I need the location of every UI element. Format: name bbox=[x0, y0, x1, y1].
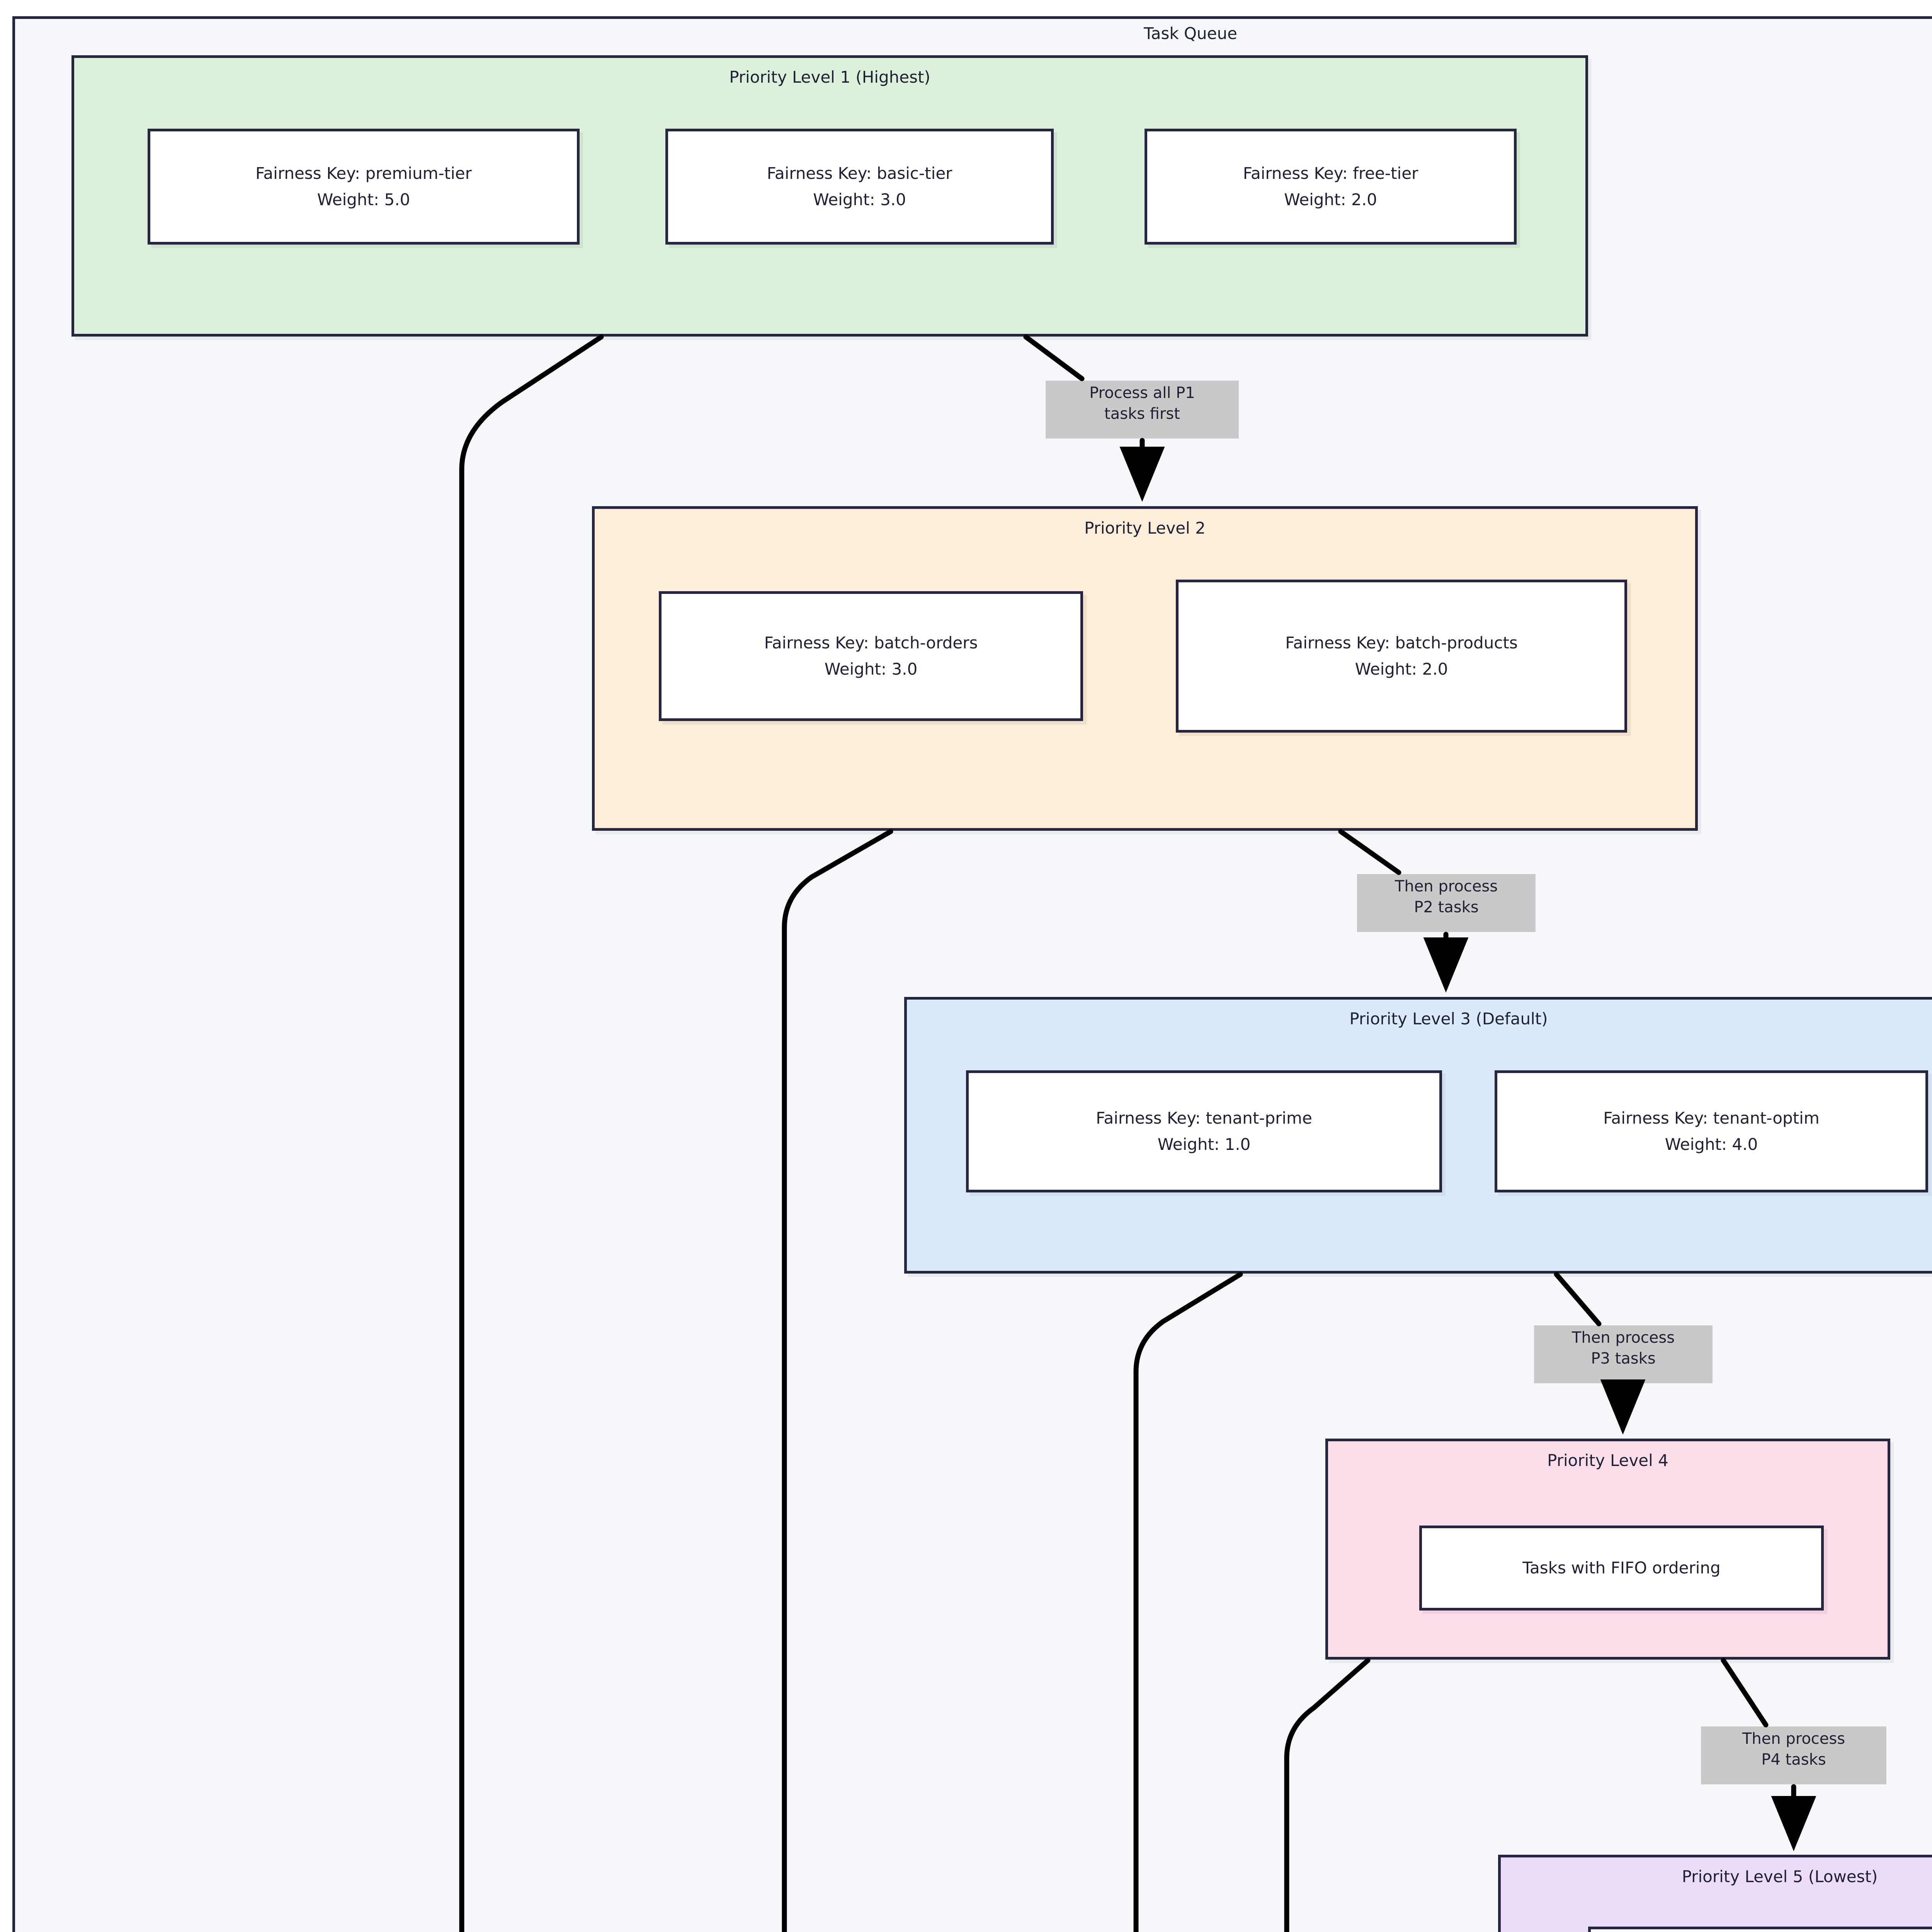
fairness-key-label: Fairness Key: basic-tier bbox=[767, 163, 952, 183]
edge-label-p1-to-p2: Process all P1 tasks first bbox=[1046, 381, 1239, 439]
fairness-key-label: Fairness Key: batch-products bbox=[1285, 633, 1518, 652]
node-fairness-tenant-optim: Fairness Key: tenant-optim Weight: 4.0 bbox=[1495, 1070, 1928, 1192]
weight-label: Weight: 5.0 bbox=[317, 190, 410, 209]
weight-label: Weight: 4.0 bbox=[1665, 1135, 1758, 1154]
fairness-key-label: Fairness Key: tenant-optim bbox=[1603, 1108, 1820, 1128]
cluster-priority-1-title: Priority Level 1 (Highest) bbox=[729, 68, 930, 87]
weight-label: Weight: 2.0 bbox=[1284, 190, 1377, 209]
weight-label: Weight: 3.0 bbox=[813, 190, 906, 209]
weight-label: Weight: 2.0 bbox=[1355, 660, 1448, 679]
node-fifo-tasks-p4: Tasks with FIFO ordering bbox=[1419, 1526, 1824, 1611]
cluster-priority-5-title: Priority Level 5 (Lowest) bbox=[1682, 1867, 1878, 1886]
cluster-priority-2-title: Priority Level 2 bbox=[1084, 519, 1206, 537]
node-fairness-batch-products: Fairness Key: batch-products Weight: 2.0 bbox=[1176, 580, 1627, 733]
fifo-label: Tasks with FIFO ordering bbox=[1522, 1558, 1721, 1577]
edge-label-p3-to-p4: Then process P3 tasks bbox=[1534, 1325, 1713, 1383]
node-fairness-premium-tier: Fairness Key: premium-tier Weight: 5.0 bbox=[148, 129, 580, 245]
cluster-task-queue-title: Task Queue bbox=[1144, 24, 1237, 43]
edge-label-p4-to-p5: Then process P4 tasks bbox=[1701, 1726, 1886, 1784]
node-fairness-basic-tier: Fairness Key: basic-tier Weight: 3.0 bbox=[665, 129, 1054, 245]
weight-label: Weight: 1.0 bbox=[1157, 1135, 1251, 1154]
fairness-key-label: Fairness Key: premium-tier bbox=[255, 163, 472, 183]
node-fairness-tenant-prime: Fairness Key: tenant-prime Weight: 1.0 bbox=[966, 1070, 1442, 1192]
cluster-priority-4-title: Priority Level 4 bbox=[1547, 1451, 1668, 1470]
fairness-key-label: Fairness Key: free-tier bbox=[1243, 163, 1418, 183]
fairness-key-label: Fairness Key: tenant-prime bbox=[1096, 1108, 1312, 1128]
node-fairness-batch-orders: Fairness Key: batch-orders Weight: 3.0 bbox=[659, 591, 1083, 721]
cluster-priority-5 bbox=[1498, 1855, 1932, 1932]
edge-label-p2-to-p3: Then process P2 tasks bbox=[1357, 874, 1536, 932]
node-fairness-free-tier: Fairness Key: free-tier Weight: 2.0 bbox=[1145, 129, 1517, 245]
cluster-priority-3-title: Priority Level 3 (Default) bbox=[1349, 1009, 1548, 1028]
fairness-key-label: Fairness Key: batch-orders bbox=[764, 633, 978, 652]
node-fifo-tasks-p5: Tasks with FIFO ordering bbox=[1588, 1927, 1932, 1932]
weight-label: Weight: 3.0 bbox=[824, 660, 918, 679]
